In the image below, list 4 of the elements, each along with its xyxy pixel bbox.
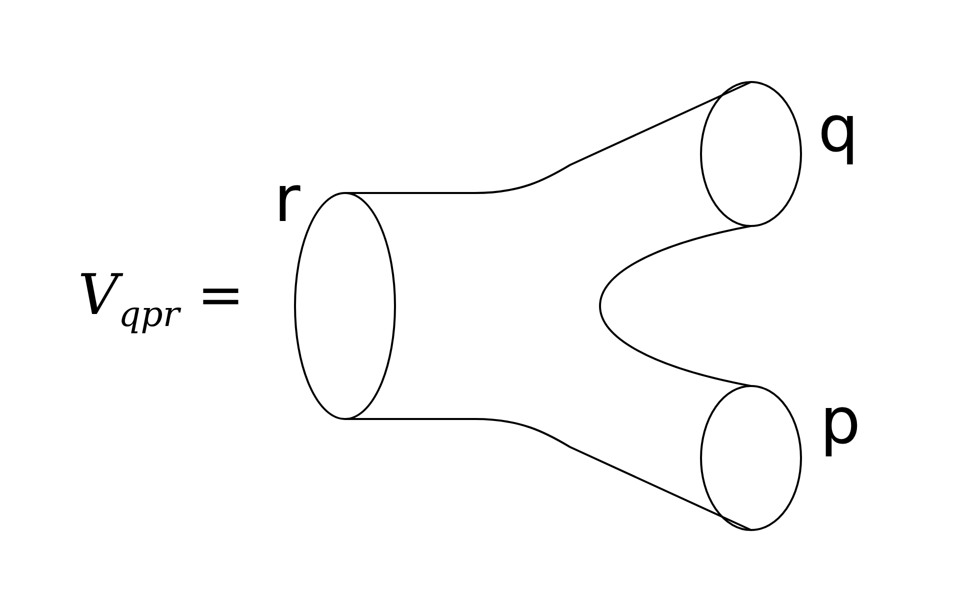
boundary-label: r xyxy=(274,168,300,232)
boundary-label: q xyxy=(818,98,859,162)
boundary-label: p xyxy=(820,390,861,454)
equation-label: V$_{qpr}$ = xyxy=(78,268,244,333)
